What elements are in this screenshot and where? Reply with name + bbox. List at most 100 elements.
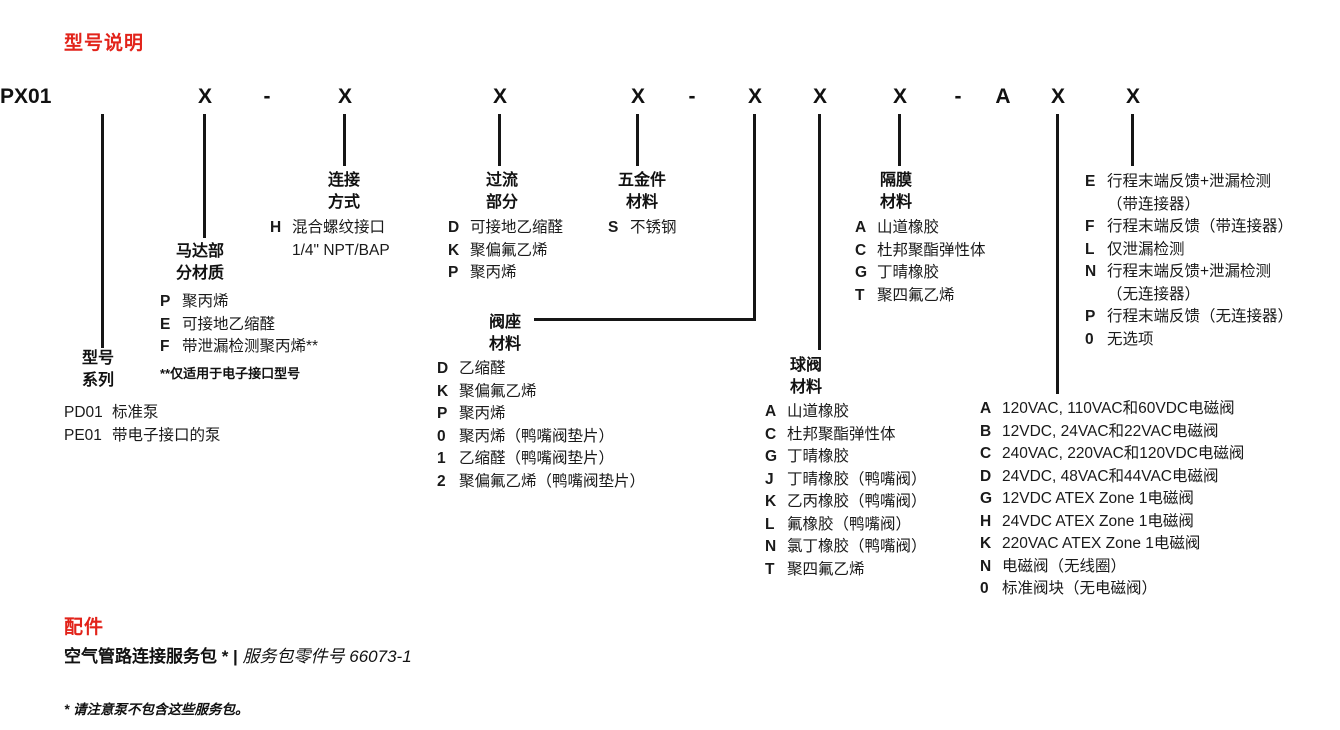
- connector-line-solenoid: [1056, 114, 1059, 394]
- section-wetted-heading: 过流 部分: [486, 172, 519, 211]
- section-wetted: 过流 部分 D 可接地乙缩醛 K 聚偏氟乙烯 P 聚丙烯: [448, 170, 563, 285]
- option-code: G: [980, 490, 993, 507]
- option-item: H 混合螺纹接口 1/4" NPT/BAP: [270, 217, 390, 262]
- option-item: S 不锈钢: [608, 217, 677, 240]
- option-label: 聚偏氟乙烯: [459, 382, 537, 400]
- option-item: K 乙丙橡胶（鸭嘴阀）: [765, 491, 927, 514]
- model-code-char-wetted: X: [492, 85, 508, 108]
- section-diaphragm: 隔膜 材料 A 山道橡胶 C 杜邦聚酯弹性体 G 丁晴橡胶 T 聚四氟乙烯: [855, 170, 986, 307]
- option-item: 0 无选项: [1085, 329, 1293, 352]
- option-item: PE01 带电子接口的泵: [64, 425, 221, 448]
- section-hardware: 五金件 材料 S 不锈钢: [608, 170, 677, 240]
- option-label: 乙缩醛: [459, 360, 506, 377]
- option-code: 2: [437, 472, 446, 490]
- option-label: 丁晴橡胶: [787, 448, 850, 465]
- option-label: 行程末端反馈（无连接器）: [1107, 308, 1294, 325]
- section-hardware-items: S 不锈钢: [608, 217, 677, 240]
- option-item: P 聚丙烯: [437, 403, 645, 426]
- model-code-char-valve-seat: X: [747, 85, 763, 108]
- option-label: 聚偏氟乙烯: [470, 241, 548, 259]
- option-label: 电磁阀（无线圈）: [1002, 557, 1127, 575]
- accessories-service-part-number: 服务包零件号 66073-1: [237, 647, 412, 666]
- model-code-char-feedback: X: [1125, 85, 1141, 108]
- model-code-char-ball: X: [812, 85, 828, 108]
- option-code: N: [1085, 263, 1097, 280]
- option-code: K: [980, 535, 992, 552]
- option-code: J: [765, 470, 774, 488]
- option-code: D: [448, 219, 460, 236]
- model-code-char-diaphragm: X: [892, 85, 908, 108]
- option-label: 24VDC ATEX Zone 1电磁阀: [1002, 512, 1194, 530]
- option-label: 氟橡胶（鸭嘴阀）: [787, 515, 912, 533]
- option-label: 混合螺纹接口 1/4" NPT/BAP: [292, 219, 390, 259]
- option-label: 标准泵: [112, 404, 159, 421]
- option-item: D 可接地乙缩醛: [448, 217, 563, 240]
- option-item: C 240VAC, 220VAC和120VDC电磁阀: [980, 443, 1244, 466]
- connector-line-motor: [203, 114, 206, 238]
- option-label: 仅泄漏检测: [1107, 240, 1185, 258]
- option-item: 0 标准阀块（无电磁阀）: [980, 578, 1244, 601]
- option-label: 杜邦聚酯弹性体: [877, 241, 986, 259]
- model-code-separator: -: [263, 85, 271, 108]
- connector-line-ball: [818, 114, 821, 350]
- option-item: T 聚四氟乙烯: [855, 285, 986, 308]
- option-label: 120VAC, 110VAC和60VDC电磁阀: [1002, 400, 1235, 417]
- option-code: PD01: [64, 404, 103, 421]
- option-item: A 山道橡胶: [855, 217, 986, 240]
- connector-line-hardware: [636, 114, 639, 166]
- option-label: 12VDC ATEX Zone 1电磁阀: [1002, 490, 1194, 507]
- option-item: N 氯丁橡胶（鸭嘴阀）: [765, 536, 927, 559]
- option-label: 山道橡胶: [787, 403, 850, 420]
- option-item: 0 聚丙烯（鸭嘴阀垫片）: [437, 426, 645, 449]
- option-item: A 120VAC, 110VAC和60VDC电磁阀: [980, 398, 1244, 421]
- option-item: A 山道橡胶: [765, 401, 927, 424]
- option-item: G 丁晴橡胶: [855, 262, 986, 285]
- option-item: K 220VAC ATEX Zone 1电磁阀: [980, 533, 1244, 556]
- option-code: C: [765, 425, 777, 443]
- option-label: 丁晴橡胶: [877, 264, 940, 281]
- option-code: S: [608, 219, 619, 236]
- option-code: C: [980, 445, 992, 462]
- option-label: 聚丙烯: [459, 405, 506, 422]
- option-code: H: [270, 219, 282, 236]
- section-motor: 马达部 分材质 P 聚丙烯 E 可接地乙缩醛 F 带泄漏检测聚丙烯** **仅适…: [160, 241, 318, 382]
- option-code: 0: [437, 427, 446, 445]
- section-series-items: PD01 标准泵 PE01 带电子接口的泵: [64, 402, 221, 447]
- option-label: 220VAC ATEX Zone 1电磁阀: [1002, 535, 1201, 552]
- option-label: 无选项: [1107, 330, 1154, 348]
- section-motor-note: **仅适用于电子接口型号: [160, 365, 301, 381]
- section-hardware-heading: 五金件 材料: [617, 172, 666, 211]
- section-ball: 球阀 材料 A 山道橡胶 C 杜邦聚酯弹性体 G 丁晴橡胶 J 丁晴橡胶（鸭嘴阀…: [765, 355, 927, 581]
- accessories-title: 配件: [64, 617, 105, 638]
- option-label: 行程末端反馈（带连接器）: [1107, 218, 1294, 235]
- connector-line-feedback: [1131, 114, 1134, 166]
- section-ball-heading: 球阀 材料: [790, 357, 823, 396]
- page-title: 型号说明: [64, 33, 145, 54]
- option-item: L 仅泄漏检测: [1085, 239, 1293, 262]
- option-item: F 行程末端反馈（带连接器）: [1085, 216, 1293, 239]
- section-motor-heading: 马达部 分材质: [176, 243, 225, 282]
- option-item: C 杜邦聚酯弹性体: [765, 424, 927, 447]
- option-code: T: [855, 286, 865, 304]
- option-code: K: [437, 382, 449, 400]
- accessories-service-name: 空气管路连接服务包 * |: [64, 647, 238, 666]
- model-code-separator: -: [688, 85, 696, 108]
- option-item: D 24VDC, 48VAC和44VAC电磁阀: [980, 466, 1244, 489]
- connector-line-series: [101, 114, 104, 348]
- option-code: E: [160, 315, 171, 333]
- option-code: D: [437, 360, 449, 377]
- option-code: B: [980, 422, 992, 440]
- option-label: 氯丁橡胶（鸭嘴阀）: [787, 538, 927, 555]
- option-label: 聚丙烯（鸭嘴阀垫片）: [459, 427, 615, 445]
- section-solenoid-items: A 120VAC, 110VAC和60VDC电磁阀 B 12VDC, 24VAC…: [980, 398, 1244, 601]
- option-item: H 24VDC ATEX Zone 1电磁阀: [980, 511, 1244, 534]
- option-code: G: [855, 264, 868, 281]
- section-valve-seat-items: D 乙缩醛 K 聚偏氟乙烯 P 聚丙烯 0 聚丙烯（鸭嘴阀垫片） 1 乙缩醛（鸭…: [437, 358, 645, 493]
- option-code: 0: [1085, 330, 1094, 348]
- option-item: J 丁晴橡胶（鸭嘴阀）: [765, 469, 927, 492]
- option-code: F: [1085, 218, 1095, 235]
- option-label: 聚四氟乙烯: [877, 286, 955, 304]
- option-code: F: [160, 338, 170, 355]
- option-code: N: [765, 538, 777, 555]
- section-diaphragm-heading: 隔膜 材料: [880, 172, 913, 211]
